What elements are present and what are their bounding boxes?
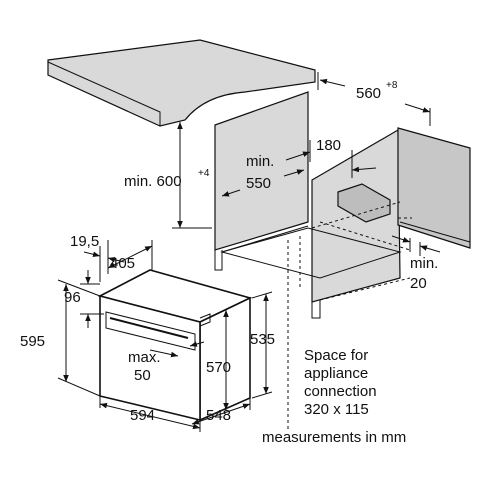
dim-405-label: 405 <box>110 255 135 272</box>
dim-max50-label-a: max. <box>128 349 161 366</box>
back-wall <box>397 127 471 249</box>
connection-note: Space for appliance connection 320 x 115 <box>304 347 377 418</box>
dim-600: min. 600 +4 <box>124 122 212 229</box>
note-line-3: connection <box>304 383 377 400</box>
dim-19-5-label: 19,5 <box>70 233 99 250</box>
cabinet-left-panel <box>214 91 309 271</box>
dim-594-label: 594 <box>130 407 155 424</box>
dim-560-tolerance: +8 <box>386 80 398 91</box>
dim-550: min. 550 <box>221 153 305 197</box>
dim-535-label: 535 <box>250 331 275 348</box>
dim-600-tolerance: +4 <box>198 168 210 179</box>
dim-595-label: 595 <box>20 333 45 350</box>
connection-box <box>337 183 391 223</box>
dim-max50: max. 50 <box>128 341 205 384</box>
hidden-lines <box>287 201 412 430</box>
note-line-1: Space for <box>304 347 368 364</box>
dim-550-label-a: min. <box>246 153 274 170</box>
dim-180: 180 <box>285 137 377 178</box>
dim-535: 535 <box>250 291 275 399</box>
dim-405: 405 <box>107 240 153 272</box>
units-note: measurements in mm <box>262 429 406 446</box>
note-line-2: appliance <box>304 365 368 382</box>
note-line-4: 320 x 115 <box>304 401 369 418</box>
dim-550-label-b: 550 <box>246 175 271 192</box>
dim-600-label: min. 600 <box>124 173 182 190</box>
dim-548-label: 548 <box>206 407 231 424</box>
dim-180-label: 180 <box>316 137 341 154</box>
cabinet-shelf <box>220 227 402 279</box>
dim-570-label: 570 <box>206 359 231 376</box>
dim-570: 570 <box>206 310 231 410</box>
dim-max50-label-b: 50 <box>134 367 151 384</box>
dim-595: 595 <box>20 279 101 397</box>
dim-96: 96 <box>64 270 104 328</box>
countertop <box>47 39 316 127</box>
oven <box>97 269 253 422</box>
dim-min20-label-a: min. <box>410 255 438 272</box>
dim-19-5: 19,5 <box>70 233 125 282</box>
dim-594: 594 <box>99 396 201 432</box>
dim-min20-label-b: 20 <box>410 275 427 292</box>
dim-560-label: 560 <box>356 85 381 102</box>
dim-548: 548 <box>191 398 251 425</box>
dim-96-label: 96 <box>64 289 81 306</box>
dim-min20: min. 20 <box>391 235 441 292</box>
dim-560: 560 +8 <box>317 72 431 126</box>
